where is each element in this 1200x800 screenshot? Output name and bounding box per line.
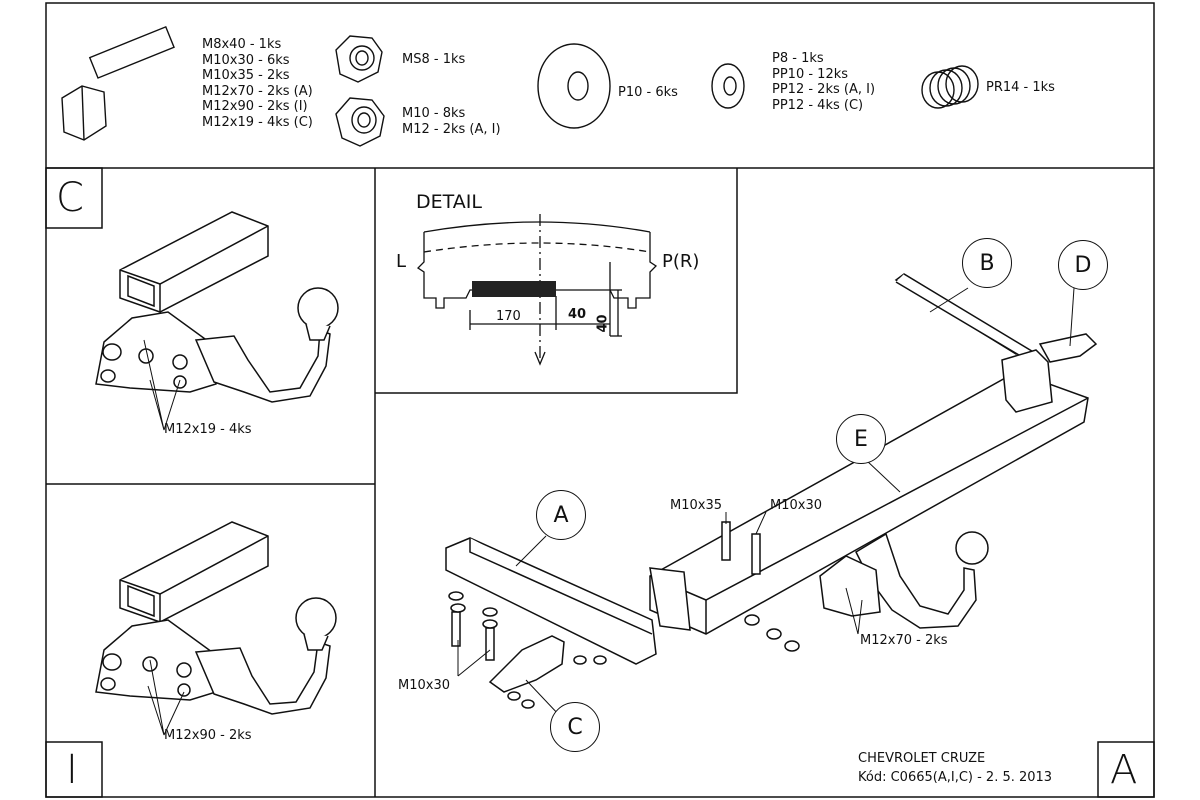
large-washer-icon: [537, 43, 611, 129]
m12x70-label: M12x70 - 2ks: [860, 633, 948, 648]
m10x30-left-label: M10x30: [398, 678, 450, 693]
detail-right-label: P(R): [662, 251, 700, 272]
panel-c-towbar-drawing: [95, 211, 339, 403]
leader-lines: [143, 287, 1075, 736]
car-model: CHEVROLET CRUZE: [858, 751, 986, 766]
bolt-entry: M12x19 - 4ks (C): [202, 114, 313, 130]
label-c: C: [550, 702, 600, 752]
p10-label: P10 - 6ks: [618, 85, 678, 100]
bolts-list: M8x40 - 1ks M10x30 - 6ks M10x35 - 2ks M1…: [202, 37, 313, 130]
bolt-entry: M10x30 - 6ks: [202, 52, 290, 68]
bolt-entry: M8x40 - 1ks: [202, 37, 282, 52]
detail-dim-40-vertical: 40: [595, 314, 611, 333]
detail-box-border: [375, 168, 738, 394]
main-assembly-drawing: [445, 273, 1098, 709]
label-a: A: [536, 490, 586, 540]
variant-letter: A: [1110, 747, 1138, 793]
washer-entry: PP12 - 2ks (A, I): [772, 82, 876, 97]
label-e: E: [836, 414, 886, 464]
bolt-entry: M12x70 - 2ks (A): [202, 83, 313, 99]
nuts-list: M10 - 8ks M12 - 2ks (A, I): [402, 106, 501, 137]
panel-i-towbar-drawing: [95, 521, 337, 715]
outer-frame: [45, 2, 1155, 798]
m10x30-top-label: M10x30: [770, 498, 822, 513]
washer-entry: PP12 - 4ks (C): [772, 97, 864, 113]
panel-i-letter: I: [66, 747, 78, 793]
panel-c-letter-box: [45, 167, 103, 229]
m10x35-label: M10x35: [670, 498, 722, 513]
detail-dim-170: 170: [496, 309, 521, 324]
detail-mounting-bar: [472, 281, 556, 297]
self-locking-nut-icon: [335, 35, 383, 83]
label-b: B: [962, 238, 1012, 288]
spring-washer-icon: [921, 65, 979, 109]
detail-title: DETAIL: [416, 191, 482, 213]
bolt-icon: [61, 25, 175, 141]
washers-list: P8 - 1ks PP10 - 12ks PP12 - 2ks (A, I) P…: [772, 51, 875, 113]
nut-entry: M10 - 8ks: [402, 106, 466, 121]
label-d: D: [1058, 240, 1108, 290]
nut-icon: [335, 97, 385, 147]
washer-entry: PP10 - 12ks: [772, 66, 849, 82]
bolt-entry: M10x35 - 2ks: [202, 68, 290, 83]
bolt-entry: M12x90 - 2ks (I): [202, 99, 308, 114]
nut-entry: M12 - 2ks (A, I): [402, 121, 501, 137]
detail-dim-40: 40: [568, 307, 587, 322]
pr14-label: PR14 - 1ks: [986, 80, 1055, 95]
washer-icon: [711, 63, 745, 109]
drawing-code: Kód: C0665(A,I,C) - 2. 5. 2013: [858, 770, 1053, 785]
washer-entry: P8 - 1ks: [772, 51, 824, 66]
detail-left-label: L: [396, 251, 407, 272]
panel-c-callout: M12x19 - 4ks: [164, 422, 252, 437]
panel-i-callout: M12x90 - 2ks: [164, 728, 252, 743]
panel-i-letter-box: [45, 741, 103, 798]
panel-c-letter: C: [56, 175, 84, 221]
variant-letter-box: [1097, 741, 1155, 798]
ms8-label: MS8 - 1ks: [402, 52, 466, 67]
